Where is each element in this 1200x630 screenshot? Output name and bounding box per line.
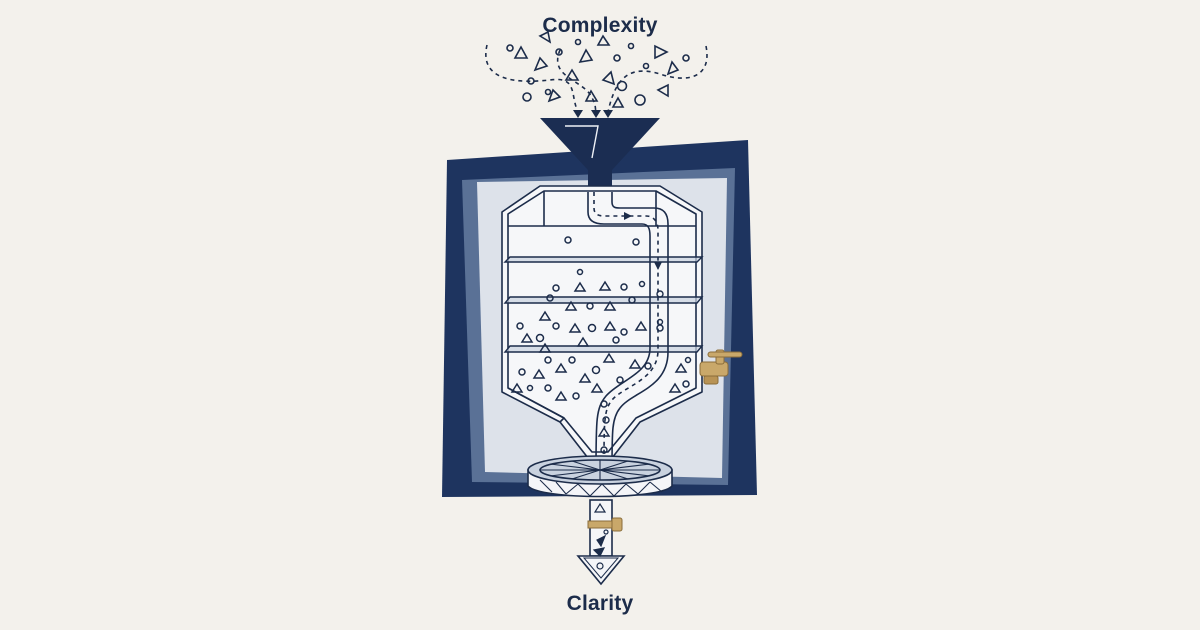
arrow-down-icon — [576, 555, 626, 586]
vessel-outline — [501, 185, 703, 459]
filter-shelves — [503, 256, 704, 353]
flow-channel — [587, 192, 669, 471]
output-particles — [592, 502, 609, 570]
tap-icon — [699, 349, 743, 385]
complexity-particles — [506, 30, 690, 108]
clarity-label: Clarity — [566, 592, 634, 615]
vessel-particles — [510, 236, 692, 408]
output-pipe — [587, 499, 623, 557]
channel-arrowheads — [624, 212, 662, 270]
channel-particles — [597, 290, 664, 454]
incoming-arrowheads — [573, 110, 613, 118]
incoming-flow-lines — [485, 44, 708, 113]
complexity-label: Complexity — [542, 14, 658, 37]
filter-disc — [527, 455, 673, 498]
